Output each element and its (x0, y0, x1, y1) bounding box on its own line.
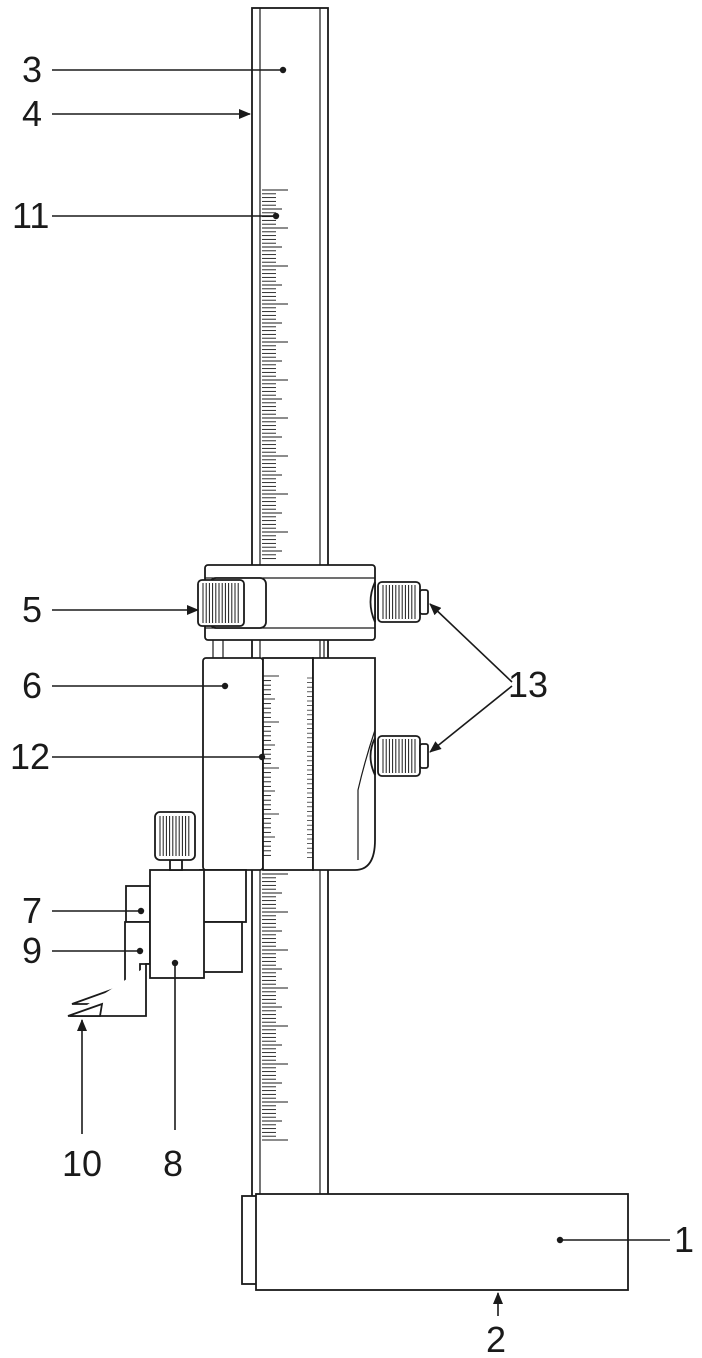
lower-locking-screw-tip (419, 743, 429, 769)
base (241, 1193, 629, 1291)
main-scale (262, 189, 288, 1141)
leader-7-dot (137, 907, 145, 915)
label-11: 11 (12, 195, 49, 236)
main-slider-left-plate (202, 657, 264, 871)
lower-locking-screw (369, 735, 429, 777)
leader-6-dot (221, 682, 229, 690)
label-3: 3 (22, 49, 42, 90)
leader-13-lower (429, 685, 513, 753)
labels: 3 4 11 5 6 12 7 9 10 8 1 2 13 (10, 49, 694, 1358)
holder-bracket-lower (199, 921, 243, 973)
leader-11-dot (272, 212, 280, 220)
scriber-clamp-knob-knurl (159, 816, 190, 856)
base-block (255, 1193, 629, 1291)
leaders (52, 66, 670, 1316)
leader-3-dot (279, 66, 287, 74)
scriber-arm-bottom (70, 963, 150, 1017)
upper-locking-screw-collar (369, 581, 376, 623)
upper-locking-screw-tip (419, 589, 429, 615)
label-4: 4 (22, 93, 42, 134)
clamp-screw-part (125, 885, 151, 923)
leader-13-upper (429, 603, 513, 683)
fine-adjust-knob-knurl (202, 583, 239, 623)
fine-adjust-knob (197, 579, 245, 627)
label-12: 12 (10, 736, 50, 777)
holder-bracket-upper (199, 869, 247, 923)
label-5: 5 (22, 589, 42, 630)
label-6: 6 (22, 665, 42, 706)
vernier-scale (263, 675, 313, 858)
label-1: 1 (674, 1219, 694, 1260)
main-slider-contour (357, 729, 376, 860)
main-slider-right-plate (312, 657, 376, 871)
upper-locking-screw (369, 581, 429, 623)
main-slider (202, 657, 376, 871)
upper-locking-screw-knurl (382, 585, 416, 619)
scriber-holder-assembly (67, 811, 247, 1017)
label-2: 2 (486, 1319, 506, 1358)
label-9: 9 (22, 930, 42, 971)
upper-slider (197, 564, 376, 660)
label-10: 10 (62, 1143, 102, 1184)
scriber-clamp-knob (154, 811, 196, 861)
leader-12-dot (258, 753, 266, 761)
clamp-screw-stem (169, 859, 183, 871)
label-7: 7 (22, 890, 42, 931)
leader-8-dot (171, 959, 179, 967)
scriber-tip (67, 1002, 104, 1017)
lower-locking-screw-knurl (382, 739, 416, 773)
label-8: 8 (163, 1143, 183, 1184)
label-13: 13 (508, 664, 548, 705)
leader-9-dot (136, 947, 144, 955)
lower-locking-screw-collar (369, 737, 376, 776)
leader-1-dot (556, 1236, 564, 1244)
